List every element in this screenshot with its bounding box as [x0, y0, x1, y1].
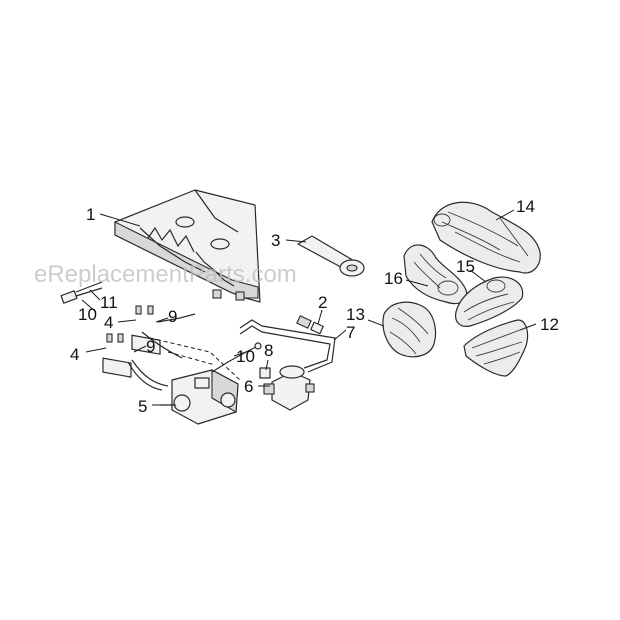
callout-4-lower: 4: [70, 345, 79, 364]
burner-tray-part-1: [114, 189, 261, 303]
callout-3: 3: [271, 231, 280, 250]
dashed-connection-2: [167, 351, 216, 366]
callout-5: 5: [138, 397, 147, 416]
callout-11: 11: [100, 293, 118, 312]
callout-10-upper: 10: [78, 305, 97, 324]
callout-2: 2: [318, 293, 327, 312]
log-part-14: [431, 201, 541, 274]
callout-7: 7: [346, 323, 355, 342]
fitting-part-8: [259, 367, 271, 379]
log-part-12: [463, 319, 529, 377]
igniter-leads-part-9: [127, 331, 183, 391]
igniter-bracket-lower-part-4: [102, 333, 132, 378]
callout-9-upper: 9: [168, 307, 177, 326]
leader-lines: [81, 209, 537, 406]
gas-valve-part-5: [160, 369, 239, 425]
burner-tube-part-3: [297, 235, 365, 277]
log-part-16: [403, 244, 468, 305]
log-part-13: [382, 301, 437, 358]
watermark-text: eReplacementParts.com: [34, 261, 297, 288]
callout-12: 12: [540, 315, 559, 334]
callout-15: 15: [456, 257, 475, 276]
callout-4-upper: 4: [104, 313, 113, 332]
callout-10-lower: 10: [236, 347, 255, 366]
pilot-assembly-part-10-11: [60, 281, 103, 304]
callout-6: 6: [244, 377, 253, 396]
gas-line-part-7: [239, 319, 336, 373]
callout-16: 16: [384, 269, 403, 288]
regulator-part-6: [263, 365, 315, 411]
log-part-15: [455, 276, 524, 327]
callout-1: 1: [86, 205, 95, 224]
orifice-part-2: [296, 315, 324, 335]
callout-8: 8: [264, 341, 273, 360]
callout-9-lower: 9: [146, 337, 155, 356]
pilot-tubing-part-10: [211, 342, 262, 373]
callout-13: 13: [346, 305, 365, 324]
callout-14: 14: [516, 197, 535, 216]
